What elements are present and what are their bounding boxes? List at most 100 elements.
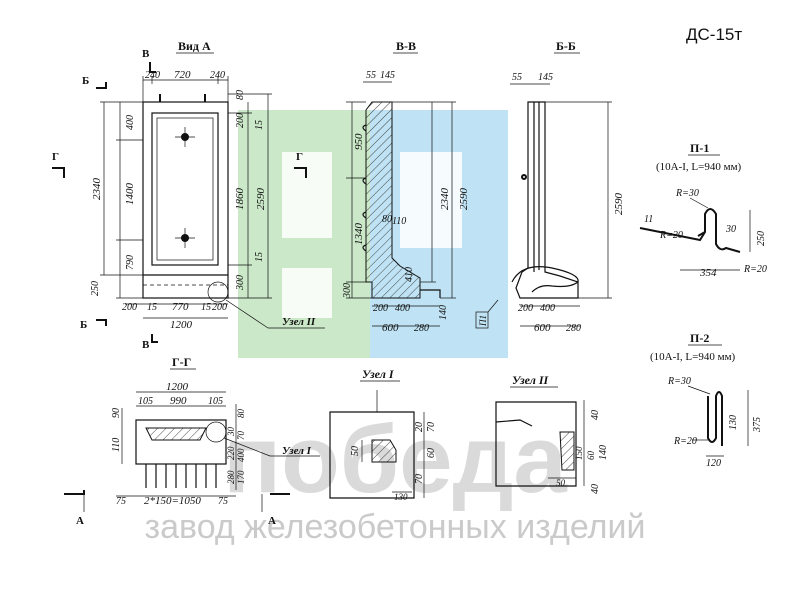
dim-gg-right-0: 80 bbox=[236, 409, 246, 419]
dim-vv-mid-1: 110 bbox=[392, 216, 406, 227]
cut-mark-b-top: Б bbox=[82, 75, 89, 87]
node-uzel-2: Узел II 40 150 60 140 50 40 bbox=[495, 373, 609, 494]
dim-gg-right-3: 220 bbox=[226, 446, 236, 460]
rebar-p2: П-2 (10A-I, L=940 мм) R=30 R=20 130 375 … bbox=[650, 331, 763, 469]
dim-gg-top-3: 105 bbox=[208, 396, 223, 407]
dim-va-top-2: 240 bbox=[210, 70, 225, 81]
section-b-b: Б-Б 55 145 2590 200 400 600 280 bbox=[510, 39, 625, 334]
dim-gg-bottom-end: 75 bbox=[218, 496, 228, 507]
cut-mark-b-bottom: Б bbox=[80, 319, 87, 331]
cut-mark-a-right: А bbox=[268, 515, 276, 527]
dim-gg-right-6: 170 bbox=[236, 470, 246, 484]
anchor-mark-top bbox=[175, 127, 195, 147]
p1-bar-shape bbox=[639, 208, 741, 253]
v-v-wall-profile bbox=[365, 101, 421, 299]
dim-vv-right-0: 2340 bbox=[439, 188, 451, 211]
view-a: Вид А Узел II 240 720 240 bbox=[90, 39, 325, 331]
uzel2-callout: Узел II bbox=[282, 316, 316, 328]
dim-gg-left-1: 110 bbox=[111, 438, 122, 452]
dim-va-right-3: 15 bbox=[254, 252, 265, 262]
dim-u2-1: 150 bbox=[574, 446, 584, 460]
section-v-v-title: В-В bbox=[396, 39, 416, 53]
cut-mark-g-right: Г bbox=[296, 151, 303, 163]
dim-u2-2: 60 bbox=[586, 451, 596, 461]
dim-va-right-1: 15 bbox=[254, 120, 265, 130]
dim-gg-right-5: 280 bbox=[226, 470, 236, 484]
dim-u1-3: 70 bbox=[414, 474, 425, 484]
dim-bb-bottom-0: 200 bbox=[518, 303, 533, 314]
watermark-subtitle: завод железобетонных изделий bbox=[145, 508, 646, 546]
section-g-g-title: Г-Г bbox=[172, 355, 191, 369]
dim-gg-left-0: 90 bbox=[111, 408, 122, 418]
dim-bb-right: 2590 bbox=[613, 193, 625, 216]
dim-gg-right-4: 400 bbox=[236, 448, 246, 462]
dim-gg-right-1: 30 bbox=[226, 427, 236, 438]
dim-vv-right-1: 2590 bbox=[458, 188, 470, 211]
uzel2-title: Узел II bbox=[512, 373, 550, 387]
dim-vv-left-0: 950 bbox=[353, 133, 365, 150]
dim-p1-5: R=20 bbox=[743, 264, 767, 275]
dim-vv-bottom-0: 200 bbox=[373, 303, 388, 314]
dim-va-left-1: 1400 bbox=[124, 183, 136, 206]
dim-p2-4: 120 bbox=[706, 458, 721, 469]
dim-va-bottom-1: 15 bbox=[147, 302, 157, 313]
dim-gg-right-2: 70 bbox=[236, 431, 246, 441]
dim-gg-top-0: 1200 bbox=[166, 381, 189, 393]
dim-va-left-3: 250 bbox=[90, 281, 101, 296]
p2-title: П-2 bbox=[690, 331, 709, 345]
cut-mark-v-bottom: В bbox=[142, 339, 150, 351]
dim-p1-4: 354 bbox=[699, 267, 717, 279]
dim-va-width: 1200 bbox=[170, 319, 193, 331]
dim-gg-left-2: 75 bbox=[116, 496, 126, 507]
dim-va-total-right: 2590 bbox=[255, 188, 267, 211]
rebar-p1: П-1 (10A-I, L=940 мм) R=30 11 R=20 30 25… bbox=[639, 141, 767, 279]
dim-vv-top-0: 55 bbox=[366, 70, 376, 81]
dim-gg-top-1: 105 bbox=[138, 396, 153, 407]
dim-p2-1: R=20 bbox=[673, 436, 697, 447]
section-v-v: В-В 55 145 950 1340 300 80 110 410 2340 … bbox=[342, 39, 470, 334]
section-b-b-title: Б-Б bbox=[556, 39, 576, 53]
dim-vv-left-2: 300 bbox=[342, 283, 353, 299]
dim-va-bottom-0: 200 bbox=[122, 302, 137, 313]
dim-u2-0: 40 bbox=[590, 410, 601, 420]
dim-va-right-2: 1860 bbox=[234, 188, 246, 211]
uzel1-callout: Узел I bbox=[282, 445, 312, 457]
dim-p2-0: R=30 bbox=[667, 376, 691, 387]
cut-mark-a-left: А bbox=[76, 515, 84, 527]
dim-p1-2: 30 bbox=[725, 224, 736, 235]
anchor-mark-bottom bbox=[175, 228, 195, 248]
dim-bb-top-1: 145 bbox=[538, 72, 553, 83]
dim-vv-bottom-3: 280 bbox=[414, 323, 429, 334]
section-g-g: Г-Г 1200 105 990 105 Узел I 90 110 80 30… bbox=[64, 355, 320, 527]
dim-va-bottom-3: 15 bbox=[201, 302, 211, 313]
p1-spec: (10A-I, L=940 мм) bbox=[656, 161, 742, 173]
dim-bb-top-0: 55 bbox=[512, 72, 522, 83]
p2-bar-shape bbox=[707, 391, 723, 446]
dim-p1-3: 250 bbox=[756, 231, 767, 246]
cut-mark-g-left: Г bbox=[52, 151, 59, 163]
dim-gg-top-2: 990 bbox=[170, 395, 187, 407]
dim-va-left-0: 400 bbox=[125, 115, 136, 130]
p2-spec: (10A-I, L=940 мм) bbox=[650, 351, 736, 363]
dim-u2-4: 50 bbox=[556, 478, 566, 488]
view-a-title: Вид А bbox=[178, 39, 211, 53]
dim-va-bottom-2: 770 bbox=[172, 301, 189, 313]
dim-vv-bottom-2: 600 bbox=[382, 322, 399, 334]
dim-va-left-2: 790 bbox=[125, 255, 136, 270]
dim-vv-bottom-1: 400 bbox=[395, 303, 410, 314]
dim-u2-3: 140 bbox=[598, 445, 609, 460]
dim-va-right-80: 80 bbox=[235, 90, 246, 100]
g-g-ribs bbox=[145, 464, 217, 488]
dim-u1-0: 50 bbox=[350, 446, 361, 456]
dim-va-top-0: 240 bbox=[145, 70, 160, 81]
dim-bb-bottom-2: 600 bbox=[534, 322, 551, 334]
dim-va-bottom-4: 200 bbox=[212, 302, 227, 313]
product-code: ДС-15т bbox=[686, 25, 742, 44]
dim-vv-mid-0: 80 bbox=[382, 214, 392, 225]
uzel1-title: Узел I bbox=[362, 367, 395, 381]
node-uzel-1: Узел I 50 70 60 70 20 130 bbox=[329, 367, 437, 502]
dim-u1-4: 20 bbox=[414, 422, 425, 432]
dim-gg-bottom: 2*150=1050 bbox=[144, 495, 201, 507]
p1-callout: П1 bbox=[475, 299, 499, 329]
